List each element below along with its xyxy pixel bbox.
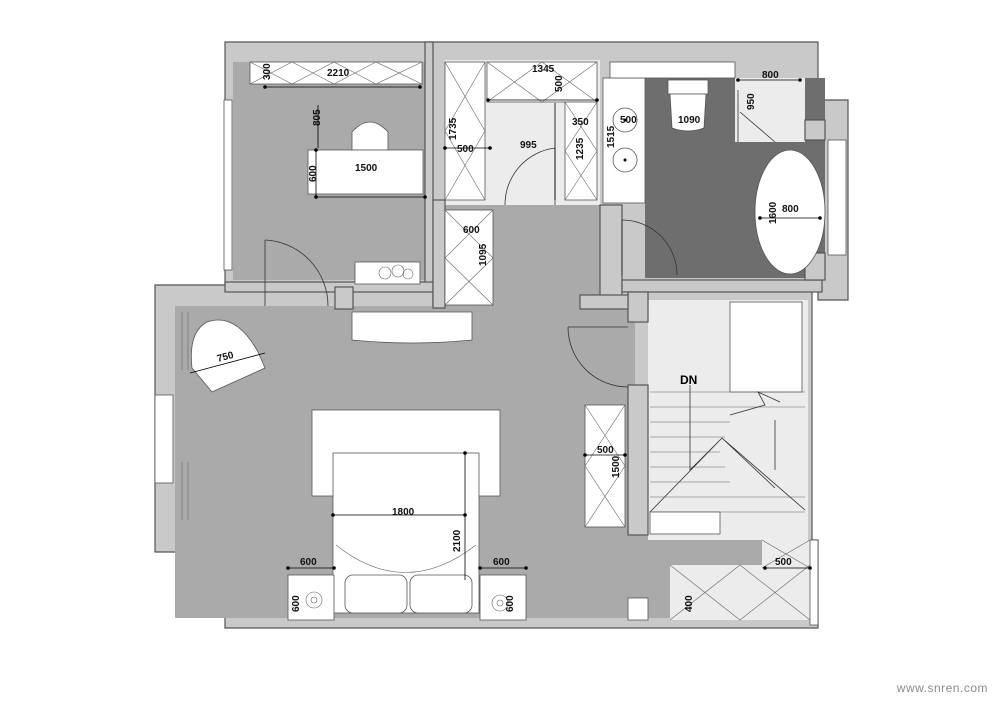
bath-door xyxy=(621,219,678,276)
dim-1090: 1090 xyxy=(678,115,701,126)
dim-1735: 1735 xyxy=(448,117,459,140)
wall-bath-bottom xyxy=(621,279,823,293)
windows xyxy=(154,99,847,626)
bedroom-door xyxy=(567,326,629,388)
shower-glass xyxy=(737,90,776,143)
corner-cabinets xyxy=(669,539,811,621)
dim-1515: 1515 xyxy=(606,125,617,148)
dim-2210: 2210 xyxy=(327,68,350,79)
wall-bedroom-top xyxy=(334,286,354,310)
dim-995: 995 xyxy=(520,140,537,151)
bottom-right-cabinet xyxy=(670,565,810,620)
stair-down-label: DN xyxy=(680,373,697,387)
dim-600-hall: 600 xyxy=(463,225,480,236)
dim-600-left-w: 600 xyxy=(300,557,317,568)
bath-top-cabinet xyxy=(609,61,736,79)
dim-350: 350 xyxy=(572,117,589,128)
dimension-ticks xyxy=(263,78,822,570)
dim-500-sink: 500 xyxy=(620,115,637,126)
right-nightstand xyxy=(479,574,527,621)
study-door xyxy=(264,239,329,307)
dim-1095: 1095 xyxy=(478,243,489,266)
small-cabinet xyxy=(627,597,649,621)
radiator-left xyxy=(181,312,189,520)
shower-area xyxy=(735,78,805,142)
left-nightstand xyxy=(287,574,335,621)
wall-stair-left xyxy=(627,291,649,323)
wall-bedroom-top-2 xyxy=(579,294,629,310)
dim-800-shower: 800 xyxy=(762,70,779,81)
tv-console xyxy=(351,311,473,344)
dim-2100: 2100 xyxy=(452,529,463,552)
dim-500-closet: 500 xyxy=(457,144,474,155)
wall-stair-left-2 xyxy=(627,384,649,536)
dim-1235: 1235 xyxy=(575,137,586,160)
wall-hall-left xyxy=(432,199,446,309)
dim-1500-dresser: 1500 xyxy=(611,455,622,478)
vanity-counter xyxy=(602,77,646,204)
lounge-chair xyxy=(190,319,266,393)
wall-bath-left xyxy=(599,204,623,306)
bed-blanket xyxy=(335,544,477,573)
dim-950: 950 xyxy=(746,93,757,110)
bathtub xyxy=(754,149,826,275)
study-top-cabinet xyxy=(249,61,423,85)
dim-400-cabinet: 400 xyxy=(684,595,695,612)
dim-1800: 1800 xyxy=(392,507,415,518)
dim-1500-desk: 1500 xyxy=(355,163,378,174)
closet-cabinets xyxy=(444,61,598,306)
dim-800-tub: 800 xyxy=(782,204,799,215)
dim-1345: 1345 xyxy=(532,64,555,75)
dimension-lines xyxy=(189,79,820,580)
dresser xyxy=(584,404,626,528)
dim-300: 300 xyxy=(262,63,273,80)
dim-600-right-d: 600 xyxy=(505,595,516,612)
dim-500-cabinet: 500 xyxy=(775,557,792,568)
dim-500-wardrobe: 500 xyxy=(554,75,565,92)
dim-600-left-d: 600 xyxy=(291,595,302,612)
study-plant-shelf xyxy=(354,261,421,285)
staircase xyxy=(649,301,806,535)
bed-pillows xyxy=(344,574,473,614)
dim-600-desk: 600 xyxy=(308,165,319,182)
watermark: www.snren.com xyxy=(896,681,988,695)
dim-805: 805 xyxy=(312,109,323,126)
study-desk xyxy=(307,149,424,195)
wall-pillar-right xyxy=(804,119,826,141)
dim-750: 750 xyxy=(216,350,235,365)
study-chair xyxy=(351,121,389,151)
dim-600-right-w: 600 xyxy=(493,557,510,568)
wall-study-right xyxy=(424,41,434,291)
dim-1600: 1600 xyxy=(768,201,779,224)
toilet xyxy=(667,79,709,132)
dim-500-dresser: 500 xyxy=(597,445,614,456)
